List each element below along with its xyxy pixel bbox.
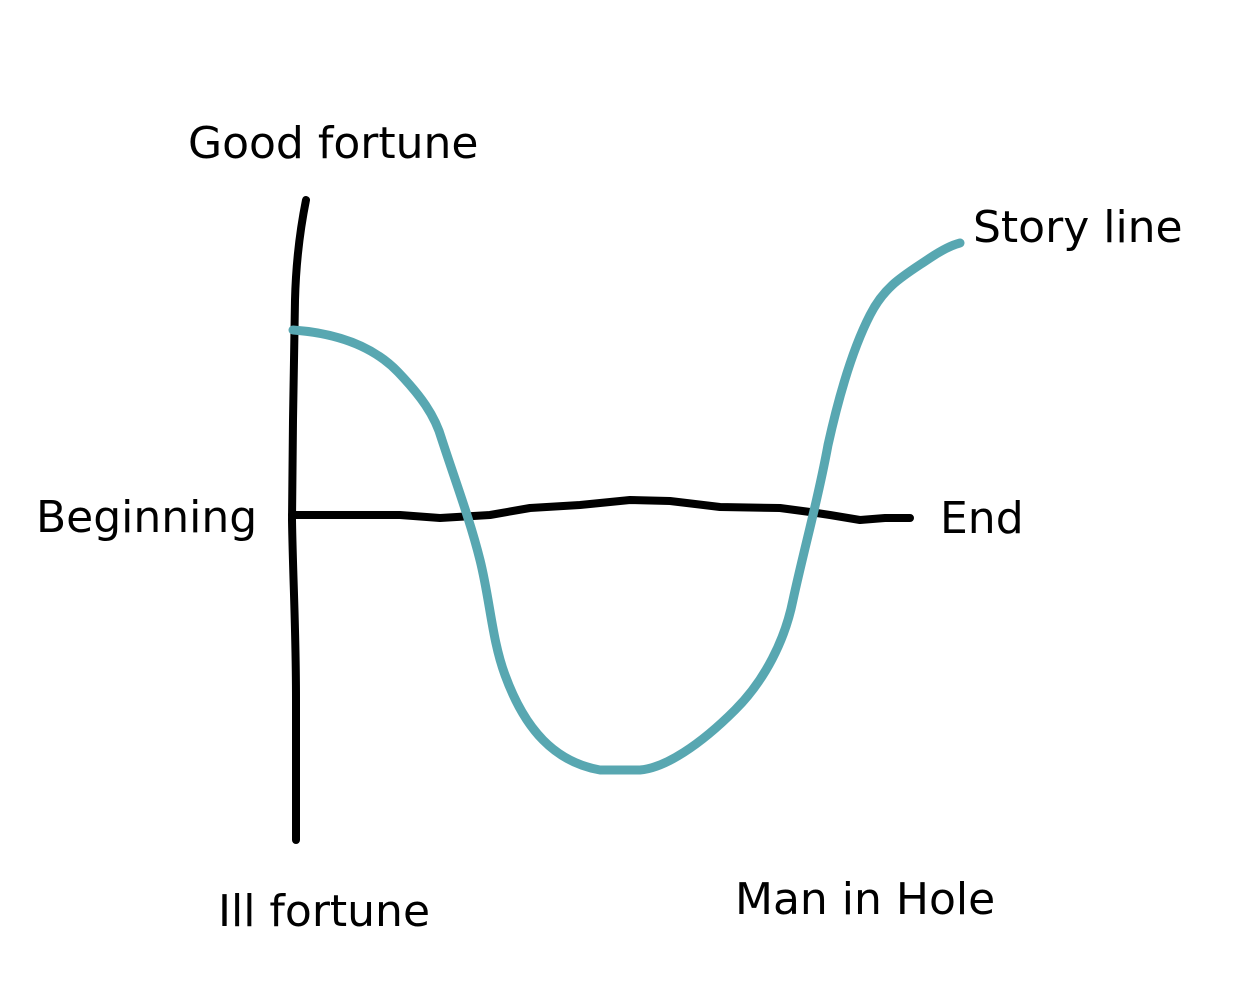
diagram-caption: Man in Hole — [735, 874, 996, 925]
fortune-axis — [288, 196, 310, 844]
good-fortune-label: Good fortune — [188, 118, 479, 169]
end-label: End — [940, 493, 1024, 544]
beginning-label: Beginning — [36, 492, 258, 543]
story-line-curve — [288, 238, 965, 775]
ill-fortune-label: Ill fortune — [218, 886, 431, 937]
story-line-label: Story line — [973, 202, 1183, 253]
time-axis — [288, 496, 914, 524]
